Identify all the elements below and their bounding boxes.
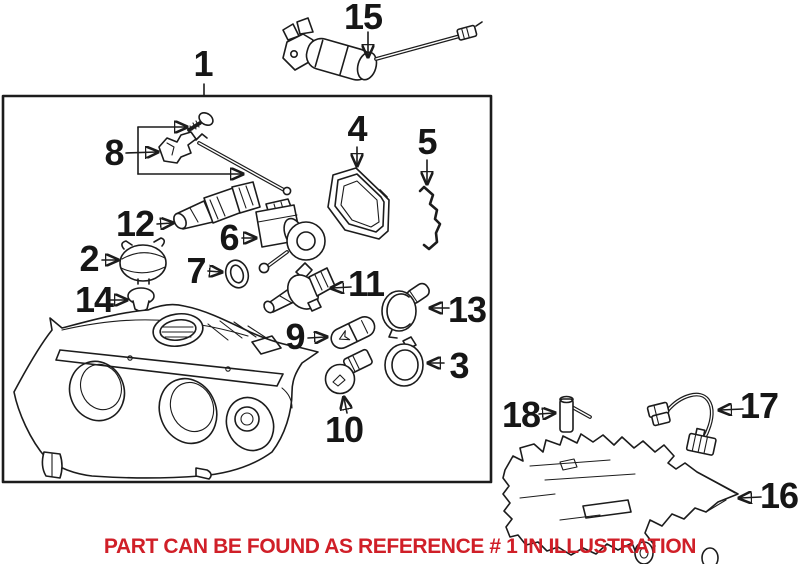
callout-9: 9 [285, 316, 305, 357]
callout-7: 7 [186, 250, 206, 291]
part-1-boundary-box [1, 83, 493, 484]
callout-12: 12 [115, 203, 155, 244]
part-8-mounting-kit-drawing [158, 111, 292, 196]
part-10-bulb-drawing [324, 348, 373, 395]
part-17-harness-drawing [646, 392, 717, 456]
part-11-bulb-drawing [263, 262, 336, 314]
part-15-leveling-actuator-drawing [282, 17, 483, 81]
callout-15: 15 [343, 0, 383, 37]
callout-10: 10 [324, 409, 364, 450]
part-12-bulb-drawing [173, 181, 261, 230]
callout-18: 18 [501, 394, 541, 435]
callout-13: 13 [447, 289, 487, 330]
callout-1: 1 [193, 43, 213, 84]
callout-2: 2 [79, 238, 99, 279]
part-2-cap-drawing [119, 237, 167, 285]
callout-arrows [101, 31, 762, 498]
part-9-bulb-drawing [330, 316, 376, 350]
part-4-cover-drawing [327, 167, 390, 240]
callout-16: 16 [759, 475, 799, 516]
callout-4: 4 [347, 108, 367, 149]
part-16-lower-cover-drawing [502, 433, 739, 564]
part-18-pin-drawing [559, 395, 592, 433]
part-3-retaining-ring-drawing [384, 336, 424, 387]
callout-6: 6 [219, 217, 239, 258]
part-13-socket-drawing [381, 282, 430, 339]
callout-5: 5 [417, 121, 437, 162]
part-14-cap-drawing [127, 287, 155, 312]
callout-17: 17 [739, 385, 779, 426]
part-7-grommet-drawing [224, 259, 250, 289]
reference-note: PART CAN BE FOUND AS REFERENCE # 1 IN IL… [103, 535, 697, 558]
headlamp-assembly-drawing [13, 303, 319, 480]
part-6-adjusting-motor-drawing [255, 198, 326, 274]
callout-14: 14 [74, 279, 114, 320]
callout-11: 11 [347, 263, 385, 304]
callout-3: 3 [449, 345, 469, 386]
part-5-wire-drawing [418, 185, 442, 251]
callout-8: 8 [104, 132, 124, 173]
